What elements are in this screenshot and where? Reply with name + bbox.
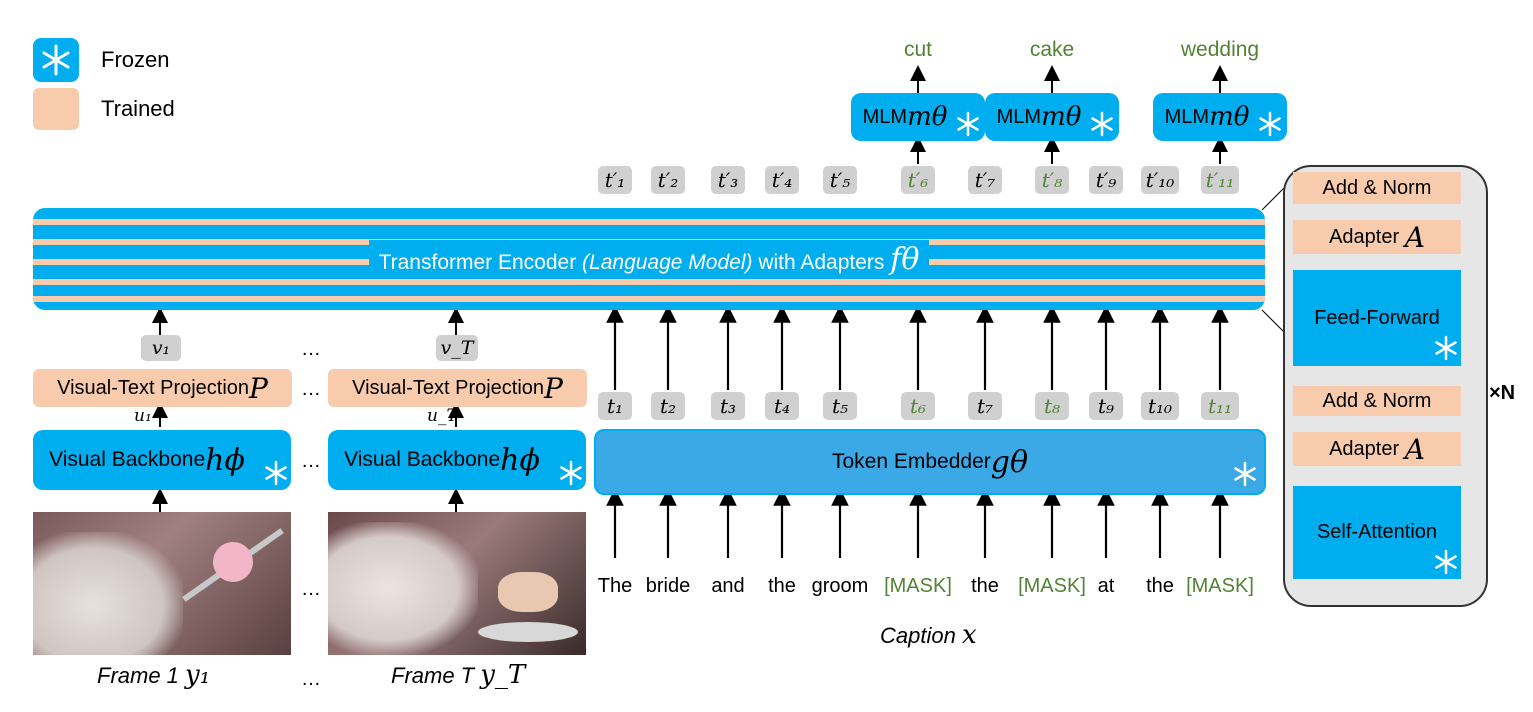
- caption-word: bride: [645, 575, 691, 597]
- mlm-arrows: [910, 65, 1228, 164]
- t-token: t₁: [598, 392, 632, 420]
- t-prime-token: t′₇: [968, 166, 1002, 194]
- caption-word: The: [597, 575, 633, 597]
- mlm-label: MLM: [996, 105, 1042, 128]
- t-token: t₇: [968, 392, 1002, 420]
- frame-T-image: [328, 512, 586, 655]
- t-token: t₆: [901, 392, 935, 420]
- snowflake-icon: [1435, 549, 1457, 575]
- repeat-label: ×N: [1489, 382, 1516, 404]
- t-prime-token: t′₆: [901, 166, 935, 194]
- t-prime-token: t′₁₀: [1141, 166, 1179, 194]
- ellipsis-l: …: [301, 668, 321, 690]
- mlm-output-word: cut: [903, 38, 932, 61]
- snowflake-icon: [42, 44, 70, 76]
- uT-label: u_T: [427, 406, 458, 426]
- caption-word: the: [768, 575, 796, 597]
- visual-arrows: [152, 307, 464, 512]
- u1-label: u₁: [134, 406, 152, 426]
- caption-word: [MASK]: [1186, 575, 1254, 597]
- caption-word: the: [971, 575, 999, 597]
- snowflake-icon: [1091, 111, 1113, 137]
- snowflake-icon: [957, 111, 979, 137]
- mlm-symbol: mθ: [1209, 102, 1250, 132]
- frame-T-label: Frame T y_T: [391, 660, 526, 690]
- mlm-symbol: mθ: [907, 102, 948, 132]
- mlm-output-word: wedding: [1180, 38, 1260, 61]
- t-token: t₁₁: [1201, 392, 1239, 420]
- self-attention: Self-Attention: [1293, 486, 1461, 579]
- t-prime-token: t′₄: [765, 166, 799, 194]
- snowflake-icon: [265, 460, 287, 486]
- t-token: t₂: [651, 392, 685, 420]
- snowflake-icon: [1435, 335, 1457, 361]
- feed-forward: Feed-Forward: [1293, 270, 1461, 366]
- caption-word: [MASK]: [884, 575, 952, 597]
- t-token: t₃: [711, 392, 745, 420]
- vT-token: v_T: [436, 335, 478, 361]
- t-prime-token: t′₅: [823, 166, 857, 194]
- adapter-bottom: Adapter A: [1293, 432, 1461, 466]
- mlm-label: MLM: [862, 105, 908, 128]
- t-to-encoder-arrows: [606, 305, 1229, 390]
- add-norm-bottom: Add & Norm: [1293, 386, 1461, 416]
- mlm-label: MLM: [1164, 105, 1210, 128]
- t-prime-token: t′₉: [1089, 166, 1123, 194]
- t-token: t₅: [823, 392, 857, 420]
- add-norm-top: Add & Norm: [1293, 172, 1461, 204]
- legend-trained-label: Trained: [101, 96, 175, 121]
- snowflake-icon: [1259, 111, 1281, 137]
- legend-frozen-swatch: [33, 38, 79, 82]
- t-token: t₄: [765, 392, 799, 420]
- caption-word: groom: [811, 575, 869, 597]
- t-token: t₁₀: [1141, 392, 1179, 420]
- caption-word: at: [1097, 575, 1115, 597]
- snowflake-icon: [560, 460, 582, 486]
- v1-token: v₁: [141, 335, 181, 361]
- legend-trained-swatch: [33, 88, 79, 130]
- t-prime-token: t′₈: [1035, 166, 1069, 194]
- legend-frozen-label: Frozen: [101, 47, 170, 72]
- caption-to-embedder-arrows: [606, 488, 1229, 558]
- caption-word: and: [711, 575, 745, 597]
- ellipsis-f: …: [301, 578, 321, 600]
- caption-label: Caption x: [880, 620, 977, 650]
- t-prime-token: t′₂: [651, 166, 685, 194]
- caption-word: the: [1146, 575, 1174, 597]
- t-token: t₉: [1089, 392, 1123, 420]
- token-embedder: Token Embedder gθ: [594, 429, 1266, 495]
- ellipsis-v: …: [301, 338, 321, 360]
- mlm-symbol: mθ: [1041, 102, 1082, 132]
- snowflake-icon: [1234, 461, 1256, 487]
- ellipsis-p: …: [301, 378, 321, 400]
- encoder-label: Transformer Encoder (Language Model) wit…: [368, 239, 930, 279]
- mlm-output-word: cake: [1029, 38, 1075, 61]
- caption-word: [MASK]: [1018, 575, 1086, 597]
- t-prime-token: t′₁: [598, 166, 632, 194]
- ellipsis-b: …: [301, 450, 321, 472]
- t-prime-token: t′₃: [711, 166, 745, 194]
- frame-1-label: Frame 1 y₁: [97, 660, 211, 690]
- transformer-encoder: Transformer Encoder (Language Model) wit…: [33, 208, 1265, 310]
- adapter-top: Adapter A: [1293, 220, 1461, 254]
- t-token: t₈: [1035, 392, 1069, 420]
- t-prime-token: t′₁₁: [1201, 166, 1239, 194]
- frame-1-image: [33, 512, 291, 655]
